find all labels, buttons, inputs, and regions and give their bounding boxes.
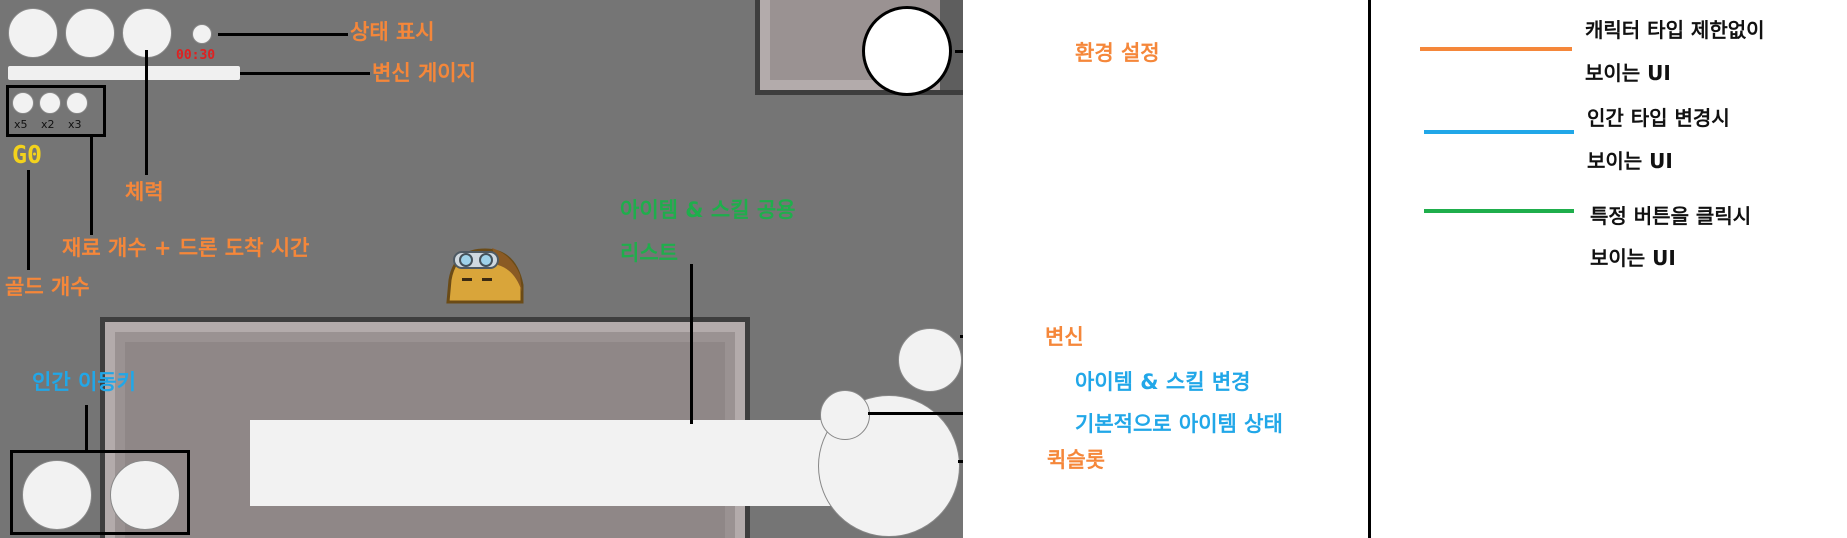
legend-orange-line2: 보이는 UI	[1585, 61, 1671, 85]
material-icon-2	[39, 92, 61, 114]
label-materials-drone: 재료 개수 + 드론 도착 시간	[62, 236, 310, 260]
legend-blue-line2: 보이는 UI	[1587, 149, 1673, 173]
health-orb-2	[65, 8, 115, 58]
item-skill-toggle-button[interactable]	[820, 390, 870, 440]
legend-divider	[1368, 0, 1371, 538]
move-right-button[interactable]	[110, 460, 180, 530]
drone-timer: 00:30	[176, 48, 216, 63]
settings-button[interactable]	[862, 6, 952, 96]
label-item-skill-change: 아이템 & 스킬 변경	[1075, 370, 1251, 394]
health-orb-1	[8, 8, 58, 58]
label-settings: 환경 설정	[1075, 41, 1160, 65]
connector-item-list	[690, 264, 693, 424]
label-human-move-keys: 인간 이동키	[32, 370, 136, 394]
label-status-display: 상태 표시	[350, 20, 435, 44]
material-count-3: x3	[68, 118, 82, 131]
connector-health	[145, 50, 148, 175]
material-icon-3	[66, 92, 88, 114]
connector-move-keys	[85, 405, 88, 453]
label-gold-count: 골드 개수	[5, 275, 90, 299]
connector-quickslot	[958, 460, 963, 463]
label-health: 체력	[125, 180, 164, 204]
connector-materials	[90, 135, 93, 235]
legend-orange-line1: 캐릭터 타입 제한없이	[1585, 18, 1765, 42]
health-orb-3	[122, 8, 172, 58]
material-count-1: x5	[14, 118, 28, 131]
status-indicator	[192, 24, 212, 44]
connector-gauge	[240, 72, 370, 75]
game-viewport: 00:30 x5 x2 x3 G0 상태 표시 변신 게이지 체력 재료 개수 …	[0, 0, 963, 538]
legend: 캐릭터 타입 제한없이 보이는 UI 인간 타입 변경시 보이는 UI 특정 버…	[1380, 0, 1840, 280]
transform-button[interactable]	[898, 328, 962, 392]
label-quickslot: 퀵슬롯	[1047, 448, 1105, 472]
legend-swatch-orange	[1420, 47, 1572, 51]
transform-gauge	[8, 66, 240, 80]
label-item-skill-list-1: 아이템 & 스킬 공용	[620, 198, 796, 222]
label-default-item-state: 기본적으로 아이템 상태	[1075, 412, 1283, 436]
connector-gold	[27, 170, 30, 270]
materials-panel: x5 x2 x3	[6, 85, 106, 137]
legend-green-line1: 특정 버튼을 클릭시	[1590, 204, 1752, 228]
connector-toggle	[868, 412, 963, 415]
move-left-button[interactable]	[22, 460, 92, 530]
legend-swatch-blue	[1424, 130, 1574, 134]
connector-status	[218, 33, 348, 36]
label-item-skill-list-2: 리스트	[620, 241, 678, 265]
label-transform: 변신	[1045, 325, 1084, 349]
gold-count: G0	[12, 140, 43, 169]
player-character	[440, 230, 530, 310]
legend-swatch-green	[1424, 209, 1574, 213]
legend-blue-line1: 인간 타입 변경시	[1587, 106, 1730, 130]
item-skill-list[interactable]	[250, 420, 850, 506]
material-icon-1	[12, 92, 34, 114]
label-transform-gauge: 변신 게이지	[372, 61, 476, 85]
move-keys-box	[10, 450, 190, 535]
legend-green-line2: 보이는 UI	[1590, 246, 1676, 270]
connector-settings	[955, 50, 963, 53]
connector-transform	[960, 335, 963, 338]
material-count-2: x2	[41, 118, 55, 131]
